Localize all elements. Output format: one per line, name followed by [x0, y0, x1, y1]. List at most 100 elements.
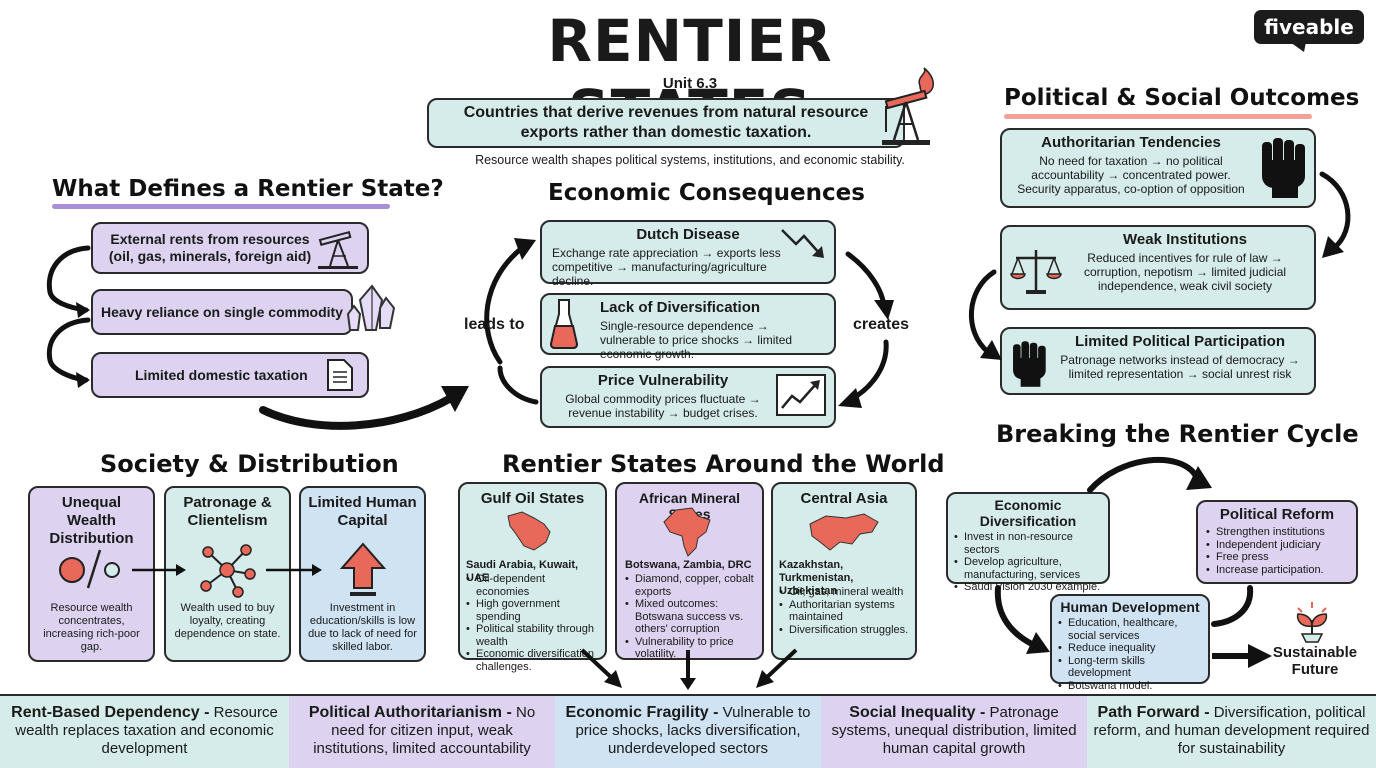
item-bullets: Education, healthcare, social services R… — [1058, 617, 1202, 692]
bullet: Authoritarian systems maintained — [779, 599, 911, 624]
item-text: Investment in education/skills is low du… — [308, 602, 417, 653]
network-icon — [200, 544, 256, 598]
item-title: Economic Diversification — [979, 497, 1077, 529]
political-title: Political & Social Outcomes — [1004, 85, 1360, 111]
footer-bold: Rent-Based Dependency - — [11, 704, 210, 721]
item-title: Limited Political Participation — [1074, 333, 1286, 350]
political-underline — [1004, 114, 1312, 119]
footer-text: Patronage systems, unequal distribution,… — [831, 704, 1077, 757]
item-title: Price Vulnerability — [597, 372, 729, 389]
bullet: Political stability through wealth — [466, 623, 601, 648]
fiveable-logo[interactable]: fiveable — [1254, 10, 1364, 44]
defines-item-rents: External rents from resources (oil, gas,… — [91, 222, 369, 274]
bullet: Invest in non-resource sectors — [954, 531, 1102, 556]
oil-pump-icon — [882, 67, 934, 145]
bullet: Long-term skills development — [1058, 655, 1202, 680]
bullet: Botswana model. — [1058, 680, 1202, 693]
footer-item-path-forward: Path Forward - Diversification, politica… — [1087, 696, 1376, 768]
footer-bold: Path Forward - — [1097, 704, 1210, 721]
arabia-map-icon — [507, 511, 551, 551]
item-text: Resource wealth concentrates, increasing… — [43, 602, 140, 653]
footer-text: No need for citizen input, weak institut… — [313, 704, 536, 757]
sustainable-future-label: Sustainable Future — [1272, 644, 1358, 678]
world-converge-arrows — [580, 648, 798, 690]
bullet: High government spending — [466, 598, 601, 623]
definition-subtitle: Resource wealth shapes political systems… — [475, 153, 905, 167]
defines-item-reliance: Heavy reliance on single commodity — [91, 289, 353, 335]
political-item-participation: Limited Political Participation Patronag… — [1000, 327, 1316, 395]
region-bullets: Diamond, copper, cobalt exports Mixed ou… — [625, 573, 758, 661]
logo-text: fiveable — [1264, 15, 1354, 39]
world-region-africa: African Mineral States Botswana, Zambia,… — [615, 482, 764, 660]
economic-item-diversification: Lack of Diversification Single-resource … — [540, 293, 836, 361]
economic-cycle-arrows — [484, 238, 894, 408]
definition-box: Countries that derive revenues from natu… — [427, 98, 905, 148]
defines-item-taxation: Limited domestic taxation — [91, 352, 369, 398]
bullet: Oil, gas, mineral wealth — [779, 586, 911, 599]
oil-pump-icon — [318, 230, 358, 269]
world-region-central-asia: Central Asia Kazakhstan, Turkmenistan, U… — [771, 482, 917, 660]
bullet: Reduce inequality — [1058, 642, 1202, 655]
creates-label: creates — [853, 316, 910, 333]
fist-icon — [1013, 341, 1046, 387]
item-text: Exchange rate appreciation → exports les… — [552, 246, 781, 288]
cycle-title: Breaking the Rentier Cycle — [996, 420, 1359, 448]
item-text: Patronage networks instead of democracy … — [1060, 353, 1300, 381]
region-title: Central Asia — [800, 490, 888, 507]
item-text: No need for taxation → no political acco… — [1017, 154, 1245, 196]
fist-icon — [1262, 138, 1305, 198]
bullet: Diamond, copper, cobalt exports — [625, 573, 758, 598]
flask-icon — [549, 299, 579, 349]
society-title: Society & Distribution — [100, 450, 399, 478]
bullet: Independent judiciary — [1206, 539, 1348, 552]
bullet: Strengthen institutions — [1206, 526, 1348, 539]
footer-item-authoritarianism: Political Authoritarianism - No need for… — [289, 696, 555, 768]
footer-bold: Social Inequality - — [849, 704, 986, 721]
item-title: Patronage & Clientelism — [183, 494, 272, 529]
cycle-human-development: Human Development Education, healthcare,… — [1050, 594, 1210, 692]
bullet: Free press — [1206, 551, 1348, 564]
bullet: Oil-dependent economies — [466, 573, 601, 598]
item-text: Single-resource dependence → vulnerable … — [600, 319, 793, 361]
world-title: Rentier States Around the World — [502, 450, 945, 478]
bullet: Mixed outcomes: Botswana success vs. oth… — [625, 598, 758, 636]
society-item-patronage: Patronage & Clientelism Wealth used to b… — [164, 486, 291, 662]
bullet: Vulnerability to price volatility. — [625, 636, 758, 661]
trend-up-icon — [776, 374, 826, 416]
item-title: Weak Institutions — [1123, 231, 1247, 248]
document-icon — [327, 359, 353, 391]
cycle-arrows — [994, 456, 1272, 668]
defines-item-text: Limited domestic taxation — [135, 367, 308, 383]
item-title: Limited Human Capital — [308, 494, 417, 529]
africa-map-icon — [663, 507, 711, 557]
sprout-icon — [1296, 602, 1328, 643]
item-bullets: Strengthen institutions Independent judi… — [1206, 526, 1348, 576]
item-text: Reduced incentives for rule of law → cor… — [1083, 251, 1287, 293]
scales-icon — [1010, 250, 1062, 294]
bullet: Diversification struggles. — [779, 624, 911, 637]
defines-underline — [52, 204, 390, 209]
logo-tail — [1290, 42, 1306, 52]
economic-title: Economic Consequences — [548, 180, 865, 206]
defines-flow-arrows — [46, 245, 91, 388]
unit-label: Unit 6.3 — [662, 75, 718, 92]
footer-bold: Economic Fragility - — [565, 704, 719, 721]
defines-item-text: External rents from resources (oil, gas,… — [108, 231, 312, 264]
footer-text: Vulnerable to price shocks, lacks divers… — [575, 704, 811, 757]
region-bullets: Oil, gas, mineral wealth Authoritarian s… — [779, 586, 911, 636]
item-title: Lack of Diversification — [600, 299, 761, 316]
definition-text: Countries that derive revenues from natu… — [463, 104, 869, 141]
bullet: Develop agriculture, manufacturing, serv… — [954, 556, 1102, 581]
footer-text: Diversification, political reform, and h… — [1093, 704, 1370, 757]
central-asia-map-icon — [809, 513, 879, 551]
world-region-gulf: Gulf Oil States Saudi Arabia, Kuwait, UA… — [458, 482, 607, 673]
bullet: Increase participation. — [1206, 564, 1348, 577]
political-flow-arrows — [968, 171, 1351, 360]
inequality-icon — [59, 549, 120, 589]
economic-item-dutch-disease: Dutch Disease Exchange rate appreciation… — [540, 220, 836, 288]
item-text: Wealth used to buy loyalty, creating dep… — [174, 602, 281, 640]
defines-title: What Defines a Rentier State? — [52, 176, 444, 202]
item-title: Political Reform — [1219, 506, 1335, 523]
trend-down-icon — [781, 229, 824, 258]
region-bullets: Oil-dependent economies High government … — [466, 573, 601, 673]
